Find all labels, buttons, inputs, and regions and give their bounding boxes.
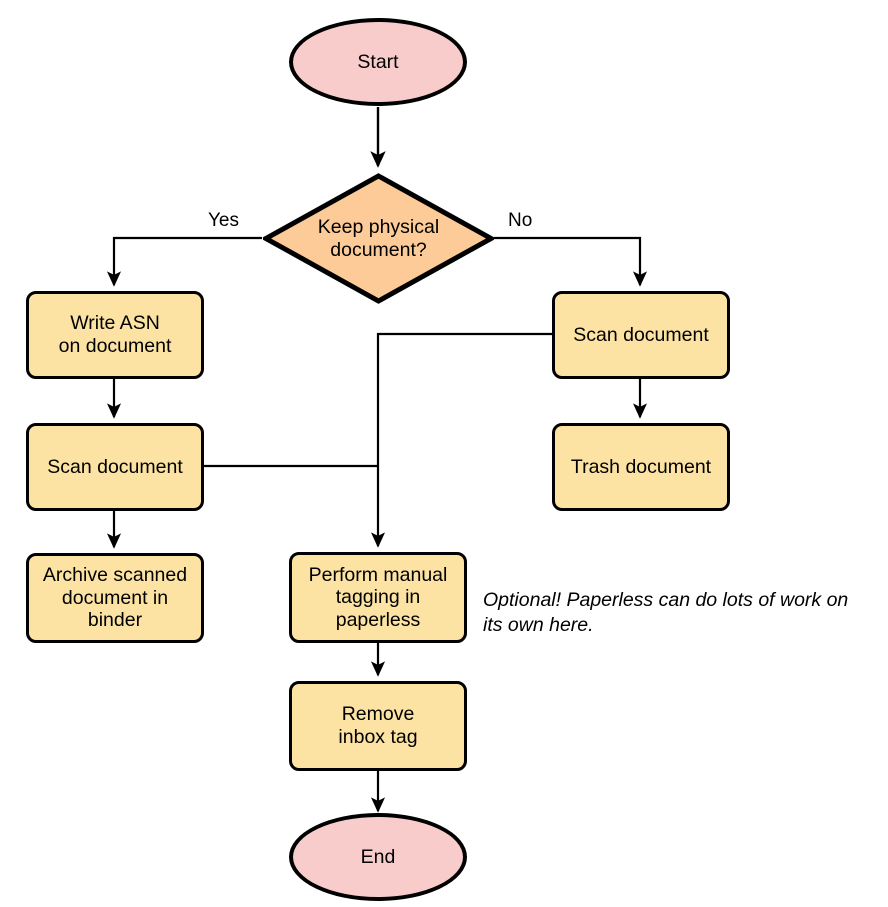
node-write-asn-label-line1: Write ASN bbox=[70, 312, 160, 335]
annotation-optional-note: Optional! Paperless can do lots of work … bbox=[483, 588, 883, 639]
node-scan-document-right-label: Scan document bbox=[573, 323, 709, 346]
annotation-line2: its own here. bbox=[483, 614, 594, 637]
node-scan-document-right[interactable]: Scan document bbox=[552, 291, 730, 379]
node-write-asn-label-line2: on document bbox=[58, 335, 172, 357]
node-archive-scanned-document[interactable]: Archive scanned document in binder bbox=[26, 553, 204, 643]
edge-scan-right-to-manual-tagging bbox=[370, 332, 552, 548]
node-end[interactable]: End bbox=[289, 813, 467, 901]
node-archive-label-line1: Archive scanned bbox=[42, 564, 188, 587]
node-start-label: Start bbox=[357, 50, 399, 73]
node-trash-document-label: Trash document bbox=[570, 455, 712, 478]
node-scan-document-left-label: Scan document bbox=[47, 455, 183, 478]
node-decision-label-line1: Keep physical bbox=[317, 215, 440, 238]
node-manual-tagging-label-line1: Perform manual bbox=[308, 563, 448, 586]
node-end-label: End bbox=[360, 845, 396, 868]
node-perform-manual-tagging[interactable]: Perform manual tagging in paperless bbox=[289, 552, 467, 643]
node-remove-inbox-tag[interactable]: Remove inbox tag bbox=[289, 681, 467, 771]
decision-diamond-shape bbox=[263, 173, 494, 304]
node-archive-label-line2: document in bbox=[61, 586, 169, 609]
node-decision-label-line2: document? bbox=[330, 238, 427, 261]
edge-decision-yes-to-write-asn bbox=[106, 236, 262, 287]
node-scan-document-left[interactable]: Scan document bbox=[26, 423, 204, 511]
node-write-asn-on-document[interactable]: Write ASN on document bbox=[26, 291, 204, 379]
node-start[interactable]: Start bbox=[289, 18, 467, 106]
node-trash-document[interactable]: Trash document bbox=[552, 423, 730, 511]
node-remove-inbox-label-line2: inbox tag bbox=[338, 726, 418, 748]
node-remove-inbox-label-line1: Remove bbox=[341, 703, 415, 726]
edge-decision-no-to-scan-right bbox=[494, 236, 648, 287]
node-manual-tagging-label-line3: paperless bbox=[335, 608, 421, 631]
edge-label-no: No bbox=[508, 210, 533, 231]
node-manual-tagging-label-line2: tagging in bbox=[335, 586, 421, 609]
node-decision-label: Keep physical document? bbox=[263, 173, 494, 304]
edge-label-yes: Yes bbox=[208, 210, 239, 231]
node-decision-keep-physical-document[interactable]: Keep physical document? bbox=[263, 173, 494, 304]
node-archive-label-line3: binder bbox=[87, 609, 143, 632]
annotation-line1: Optional! Paperless can do lots of work … bbox=[483, 589, 849, 611]
